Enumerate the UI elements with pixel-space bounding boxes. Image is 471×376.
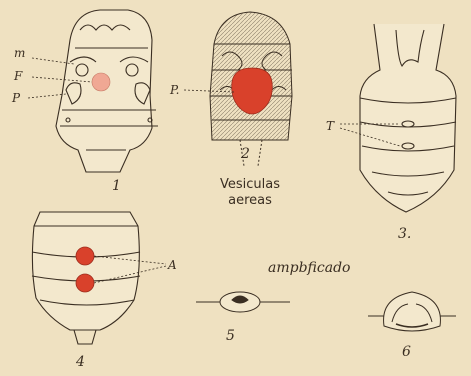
figure-2-label-P: P. (169, 83, 179, 97)
figure-1-drawing (56, 10, 158, 172)
figure-3-number: 3. (398, 226, 411, 242)
figure-6-number: 6 (402, 344, 411, 360)
figure-4-red-spot-upper (76, 247, 94, 265)
figure-1-label-P: P (11, 91, 21, 105)
figure-4-label-A: A (167, 258, 177, 272)
figure-2-number: 2 (240, 146, 250, 162)
figure-6-drawing (368, 292, 456, 331)
figure-1-number: 1 (112, 178, 121, 194)
figure-5-number: 5 (226, 328, 235, 344)
figure-3-drawing (360, 24, 456, 212)
figure-1-label-m: m (14, 46, 25, 60)
figure-4-red-spot-lower (76, 274, 94, 292)
figure-1-label-F: F (13, 69, 23, 83)
figure-2-caption-line1: Vesiculas (220, 177, 280, 192)
figure-4-number: 4 (75, 354, 85, 370)
annotation-amplified: ampbficado (268, 260, 350, 276)
figure-1-pale-spot (92, 73, 110, 91)
figure-2-caption-line2: aereas (228, 193, 272, 208)
figure-5-drawing (196, 292, 290, 312)
figure-3-label-T: T (326, 119, 335, 133)
